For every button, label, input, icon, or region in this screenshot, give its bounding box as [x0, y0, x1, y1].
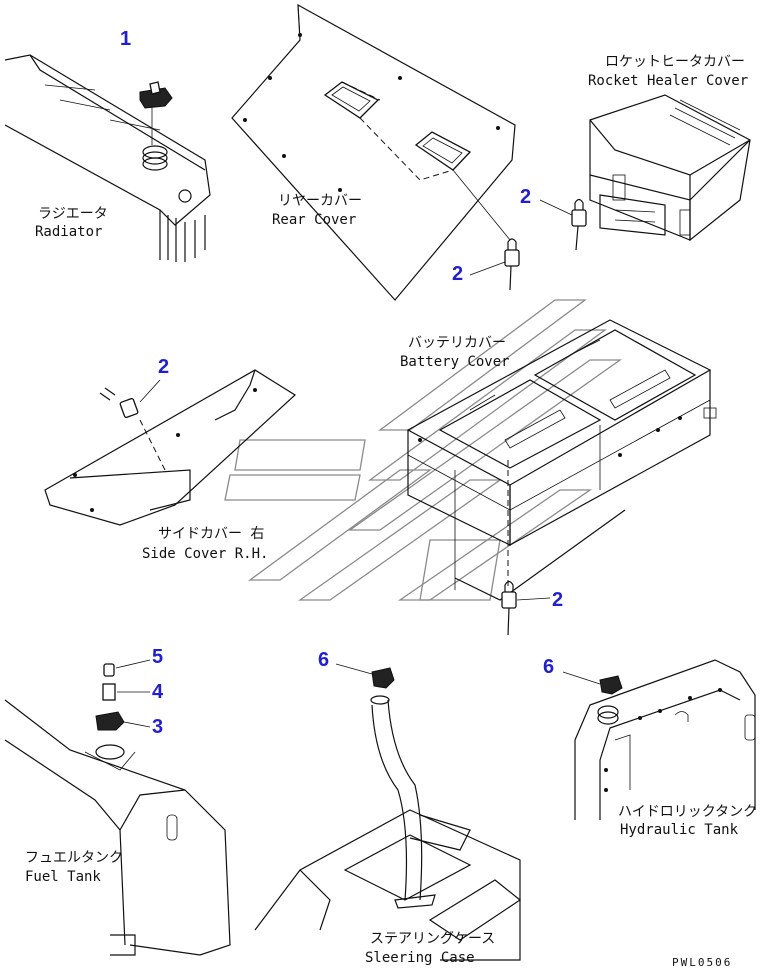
radiator-label-jp: ラジエータ	[38, 206, 108, 222]
fuel-tank-label-jp: フュエルタンク	[25, 850, 123, 866]
steering-case-label-en: Sleering Case	[365, 950, 475, 966]
padlock-rocket	[571, 198, 587, 251]
fuel-tank-drawing	[4, 663, 231, 956]
radiator-label-en: Radiator	[35, 224, 102, 240]
callout-3-fuel-cap: 3	[152, 716, 163, 738]
steering-cap-part	[371, 667, 395, 689]
fuel-tank-label-en: Fuel Tank	[25, 869, 101, 885]
hydraulic-tank-label-en: Hydraulic Tank	[620, 822, 739, 838]
steering-case-label-jp: ステアリングケース	[370, 931, 495, 947]
rear-cover-drawing	[231, 3, 520, 301]
callout-2-rear-lock: 2	[452, 263, 463, 285]
padlock-rear	[504, 238, 520, 291]
hydraulic-tank-label-jp: ハイドロリックタンク	[618, 804, 757, 820]
fuel-plug-part	[103, 663, 115, 677]
battery-cover-drawing	[406, 319, 717, 636]
battery-cover-label-jp: バッテリカバー	[408, 335, 506, 351]
rocket-heater-cover-drawing	[571, 94, 751, 251]
radiator-cap-part	[139, 81, 173, 109]
fuel-adapter-part	[102, 683, 116, 701]
steering-case-drawing	[254, 667, 522, 961]
callout-6-hydraulic-cap: 6	[543, 656, 554, 678]
rear-cover-label-jp: リヤーカバー	[278, 193, 362, 209]
callout-5-fuel-plug: 5	[152, 646, 163, 668]
fuel-cap-part	[95, 711, 125, 731]
side-cover-drawing	[44, 369, 296, 526]
hydraulic-tank-drawing	[574, 659, 756, 820]
callout-2-side-lock: 2	[158, 356, 169, 378]
padlock-battery	[501, 580, 517, 636]
drawing-code: PWL0506	[672, 956, 732, 969]
side-cover-label-en: Side Cover R.H.	[142, 546, 268, 562]
radiator-drawing	[4, 54, 211, 262]
rear-cover-label-en: Rear Cover	[272, 212, 356, 228]
callout-2-battery-lock: 2	[552, 589, 563, 611]
callout-2-rocket-lock: 2	[520, 186, 531, 208]
battery-cover-label-en: Battery Cover	[400, 354, 510, 370]
padlock-side	[99, 387, 139, 418]
callout-4-fuel-adapter: 4	[152, 681, 164, 703]
side-cover-label-jp: サイドカバー 右	[158, 526, 264, 542]
rocket-heater-label-jp: ロケットヒータカバー	[605, 54, 745, 70]
rocket-heater-label-en: Rocket Healer Cover	[588, 73, 748, 89]
callout-1-radiator-cap: 1	[120, 28, 131, 50]
callout-6-steering-cap: 6	[318, 649, 329, 671]
hydraulic-cap-part	[599, 675, 623, 695]
